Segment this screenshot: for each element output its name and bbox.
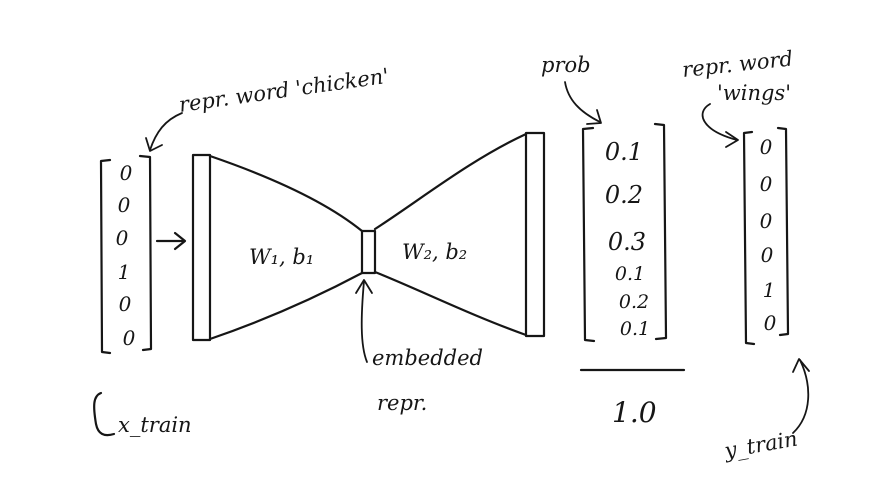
network-top-left-edge (208, 154, 364, 233)
x-vector-entry: 0 (120, 161, 133, 185)
y-vector-entry: 0 (760, 209, 773, 233)
x-vector-right-bracket (138, 154, 153, 352)
y-vector-right-bracket (776, 126, 790, 337)
x-vector-entry: 1 (118, 260, 131, 284)
y-train-pointer-arrowhead (792, 358, 810, 373)
y-vector-entry: 1 (763, 278, 776, 302)
y-vector-entry: 0 (764, 311, 777, 335)
y-train-label: y_train (722, 427, 800, 464)
y-vector-entry: 0 (760, 172, 773, 196)
input-word-label: repr. word 'chicken' (177, 64, 390, 117)
x-train-hook-icon (93, 391, 116, 437)
prob-vector-entry: 0.2 (619, 291, 649, 313)
x-vector-left-bracket (99, 158, 112, 355)
prob-vector-right-bracket (653, 122, 668, 341)
hidden-layer-bar (360, 229, 377, 275)
output-word-pointer-arrow (701, 103, 738, 141)
prob-vector-entry: 0.1 (620, 318, 650, 340)
prob-pointer-arrowhead (586, 109, 602, 125)
embedded-label: embedded (372, 346, 483, 370)
prob-vector-entry: 0.1 (615, 263, 645, 285)
y-train-vector: 0 0 0 0 1 0 (742, 126, 790, 346)
x-vector-entry: 0 (119, 292, 132, 316)
prob-vector-entry: 0.1 (605, 138, 643, 166)
embedded-pointer-arrowhead (355, 279, 373, 294)
output-word-label-wings: 'wings' (717, 81, 791, 105)
network-bottom-right-edge (373, 270, 528, 337)
x-train-vector: 0 0 0 1 0 0 (99, 154, 153, 355)
y-vector-entry: 0 (761, 243, 774, 267)
neural-network: W₁, b₁ W₂, b₂ (191, 131, 546, 342)
prob-vector-entry: 0.2 (605, 181, 643, 209)
prob-label: prob (541, 53, 591, 77)
x-train-label: x_train (118, 413, 192, 437)
input-word-pointer-arrow (149, 112, 183, 151)
x-vector-entry: 0 (116, 226, 129, 250)
input-layer-bar (191, 153, 212, 342)
y-vector-left-bracket (742, 130, 756, 346)
input-arrow (155, 231, 187, 251)
input-word-pointer-arrowhead (145, 137, 163, 152)
prob-vector: 0.1 0.2 0.3 0.1 0.2 0.1 (581, 122, 668, 343)
output-word-label: repr. word (681, 46, 794, 81)
prob-vector-entry: 0.3 (608, 228, 646, 256)
embedded-label-repr: repr. (377, 391, 427, 415)
network-bottom-left-edge (208, 271, 364, 341)
y-vector-entry: 0 (760, 135, 773, 159)
output-layer-bar (524, 131, 546, 338)
prob-vector-left-bracket (581, 126, 596, 343)
layer1-params-label: W₁, b₁ (249, 245, 314, 269)
prob-pointer-arrow (564, 81, 601, 123)
embedded-pointer-arrow (360, 280, 368, 363)
output-word-pointer-arrowhead (725, 131, 739, 148)
x-vector-entry: 0 (123, 326, 136, 350)
y-train-pointer-arrow (792, 359, 810, 434)
network-top-right-edge (373, 132, 528, 231)
prob-sum: 1.0 (612, 396, 657, 429)
layer2-params-label: W₂, b₂ (402, 240, 467, 264)
x-vector-entry: 0 (118, 193, 131, 217)
